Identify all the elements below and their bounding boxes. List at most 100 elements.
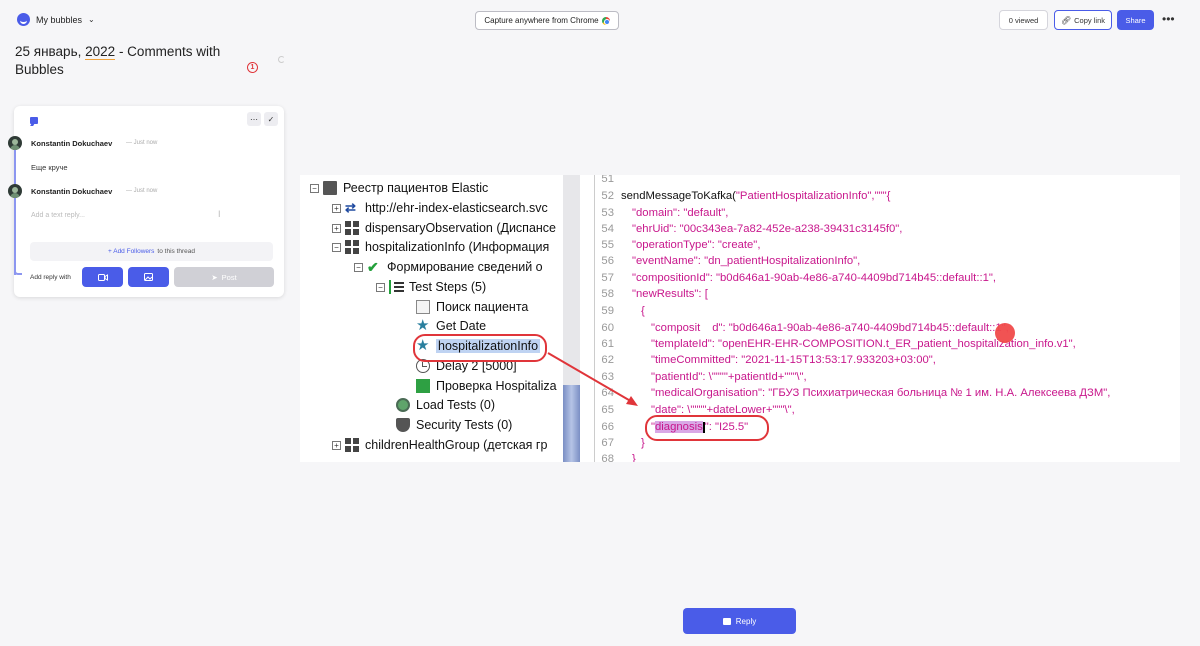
code-line: 56"eventName": "dn_patientHospitalizatio… xyxy=(590,253,860,269)
thread-line xyxy=(14,139,16,275)
workspace-switcher[interactable]: My bubbles ⌄ xyxy=(17,13,95,26)
collapse-icon[interactable]: − xyxy=(310,183,319,193)
script-icon xyxy=(416,300,430,314)
tree-label: Test Steps (5) xyxy=(409,280,487,294)
comment-icon xyxy=(30,117,38,124)
reply-button[interactable]: Reply xyxy=(683,608,796,634)
code-line: 64"medicalOrganisation": "ГБУЗ Психиатри… xyxy=(590,385,1110,401)
tree-row[interactable]: − hospitalizationInfo (Информация xyxy=(332,237,549,257)
video-reply-button[interactable] xyxy=(82,267,123,287)
grid-icon xyxy=(345,438,359,452)
grid-icon xyxy=(345,221,359,235)
code-line: 55 "operationType": "create", xyxy=(590,237,760,253)
top-bar: My bubbles ⌄ Capture anywhere from Chrom… xyxy=(0,0,1200,40)
copy-link-button[interactable]: 🔗︎ Copy link xyxy=(1054,10,1112,30)
tree-row[interactable]: Load Tests (0) xyxy=(396,395,495,415)
chrome-icon xyxy=(601,16,610,25)
code-line: 51 xyxy=(590,175,614,187)
image-reply-button[interactable] xyxy=(128,267,169,287)
tree-label: http://ehr-index-elasticsearch.svc xyxy=(365,201,548,215)
tree-row[interactable]: + childrenHealthGroup (детская гр xyxy=(332,435,547,455)
copy-link-label: Copy link xyxy=(1074,15,1105,25)
code-key: "date" xyxy=(651,404,682,416)
expand-icon[interactable]: + xyxy=(332,440,341,450)
checkmark-icon: ✔ xyxy=(367,259,379,275)
tree-label: Get Date xyxy=(436,319,487,333)
line-number: 68 xyxy=(601,453,614,462)
line-number: 65 xyxy=(601,404,614,416)
tree-label-selected: hospitalizationInfo xyxy=(436,339,541,353)
reply-arrow-icon xyxy=(14,269,22,275)
code-value: : "00c343ea-7a82-452e-a238-39431c3145f0"… xyxy=(673,223,903,235)
share-button[interactable]: Share xyxy=(1117,10,1154,30)
project-tree: −Реестр пациентов Elastic +⇄http://ehr-i… xyxy=(300,175,590,462)
tree-row[interactable]: +⇄http://ehr-index-elasticsearch.svc xyxy=(332,198,548,218)
code-key: "domain" xyxy=(632,207,678,219)
more-options-icon[interactable]: ••• xyxy=(1162,12,1175,26)
tree-row[interactable]: − Test Steps (5) xyxy=(376,277,486,297)
scrollbar-thumb[interactable] xyxy=(563,385,580,462)
collapse-icon[interactable]: − xyxy=(354,262,363,272)
page-title[interactable]: 25 январь, 2022 - Comments with Bubbles xyxy=(15,43,255,79)
line-number: 55 xyxy=(601,239,614,251)
expand-icon[interactable]: + xyxy=(332,203,341,213)
title-warning-badge[interactable]: 1 xyxy=(247,62,258,73)
tree-label: hospitalizationInfo (Информация xyxy=(365,240,550,254)
thread-more-button[interactable]: ⋯ xyxy=(247,112,261,126)
tree-row[interactable]: −✔Формирование сведений о xyxy=(354,257,543,277)
pointer-dot xyxy=(995,323,1015,343)
reply-text-input[interactable]: Add a text reply... xyxy=(31,212,85,219)
line-number: 59 xyxy=(601,305,614,317)
line-number: 52 xyxy=(601,190,614,202)
code-key: "eventName" xyxy=(632,255,698,267)
line-number: 53 xyxy=(601,207,614,219)
collapse-icon[interactable]: − xyxy=(332,242,341,252)
assertion-icon xyxy=(416,379,430,393)
tree-row[interactable]: ★Get Date xyxy=(416,316,486,336)
code-key: "operationType" xyxy=(632,239,712,251)
grid-icon xyxy=(345,240,359,254)
comment-time: — Just now xyxy=(126,140,158,146)
expand-icon[interactable]: + xyxy=(332,223,341,233)
followers-text: to this thread xyxy=(157,248,195,255)
code-line: 58"newResults": [ xyxy=(590,286,707,302)
code-value: : "default", xyxy=(677,207,729,219)
comment-time: — Just now xyxy=(126,188,158,194)
line-number: 64 xyxy=(601,387,614,399)
text-cursor xyxy=(702,421,705,433)
collapse-icon[interactable]: − xyxy=(376,282,385,292)
line-number: 67 xyxy=(601,437,614,449)
add-followers-link[interactable]: + Add Followers xyxy=(107,248,155,255)
comment-text: Еще круче xyxy=(31,163,68,172)
viewed-count-button[interactable]: 0 viewed xyxy=(999,10,1048,30)
post-button[interactable]: ➤ Post xyxy=(174,267,274,287)
tree-row[interactable]: Поиск пациента xyxy=(416,297,528,317)
tree-row[interactable]: +dispensaryObservation (Диспансе xyxy=(332,218,556,238)
code-key: { xyxy=(641,305,645,317)
capture-chrome-button[interactable]: Capture anywhere from Chrome xyxy=(475,11,619,30)
bubbles-logo-icon xyxy=(17,13,30,26)
code-key: "patientId" xyxy=(651,371,703,383)
code-value: : "create", xyxy=(711,239,761,251)
test-steps-icon xyxy=(389,280,404,294)
code-key: "newResults" xyxy=(632,288,699,300)
tree-row[interactable]: −Реестр пациентов Elastic xyxy=(310,178,488,198)
add-followers-button[interactable]: + Add Followers to this thread xyxy=(30,242,273,261)
workspace-name: My bubbles xyxy=(36,14,83,25)
tree-row[interactable]: Проверка Hospitaliza xyxy=(416,376,557,396)
resolve-check-button[interactable]: ✓ xyxy=(264,112,278,126)
line-number: 60 xyxy=(601,322,614,334)
gauge-icon xyxy=(396,398,410,412)
code-key: "templateId" xyxy=(651,338,712,350)
tree-label: Security Tests (0) xyxy=(416,418,513,432)
tree-label: childrenHealthGroup (детская гр xyxy=(365,438,548,452)
title-date: 25 январь, xyxy=(15,44,82,59)
line-number: 58 xyxy=(601,288,614,300)
folder-icon xyxy=(323,181,337,195)
code-line: 67} xyxy=(590,435,644,451)
tree-row[interactable]: Security Tests (0) xyxy=(396,415,512,435)
code-key: "compositionId" xyxy=(632,272,710,284)
send-icon: ➤ xyxy=(211,272,218,282)
